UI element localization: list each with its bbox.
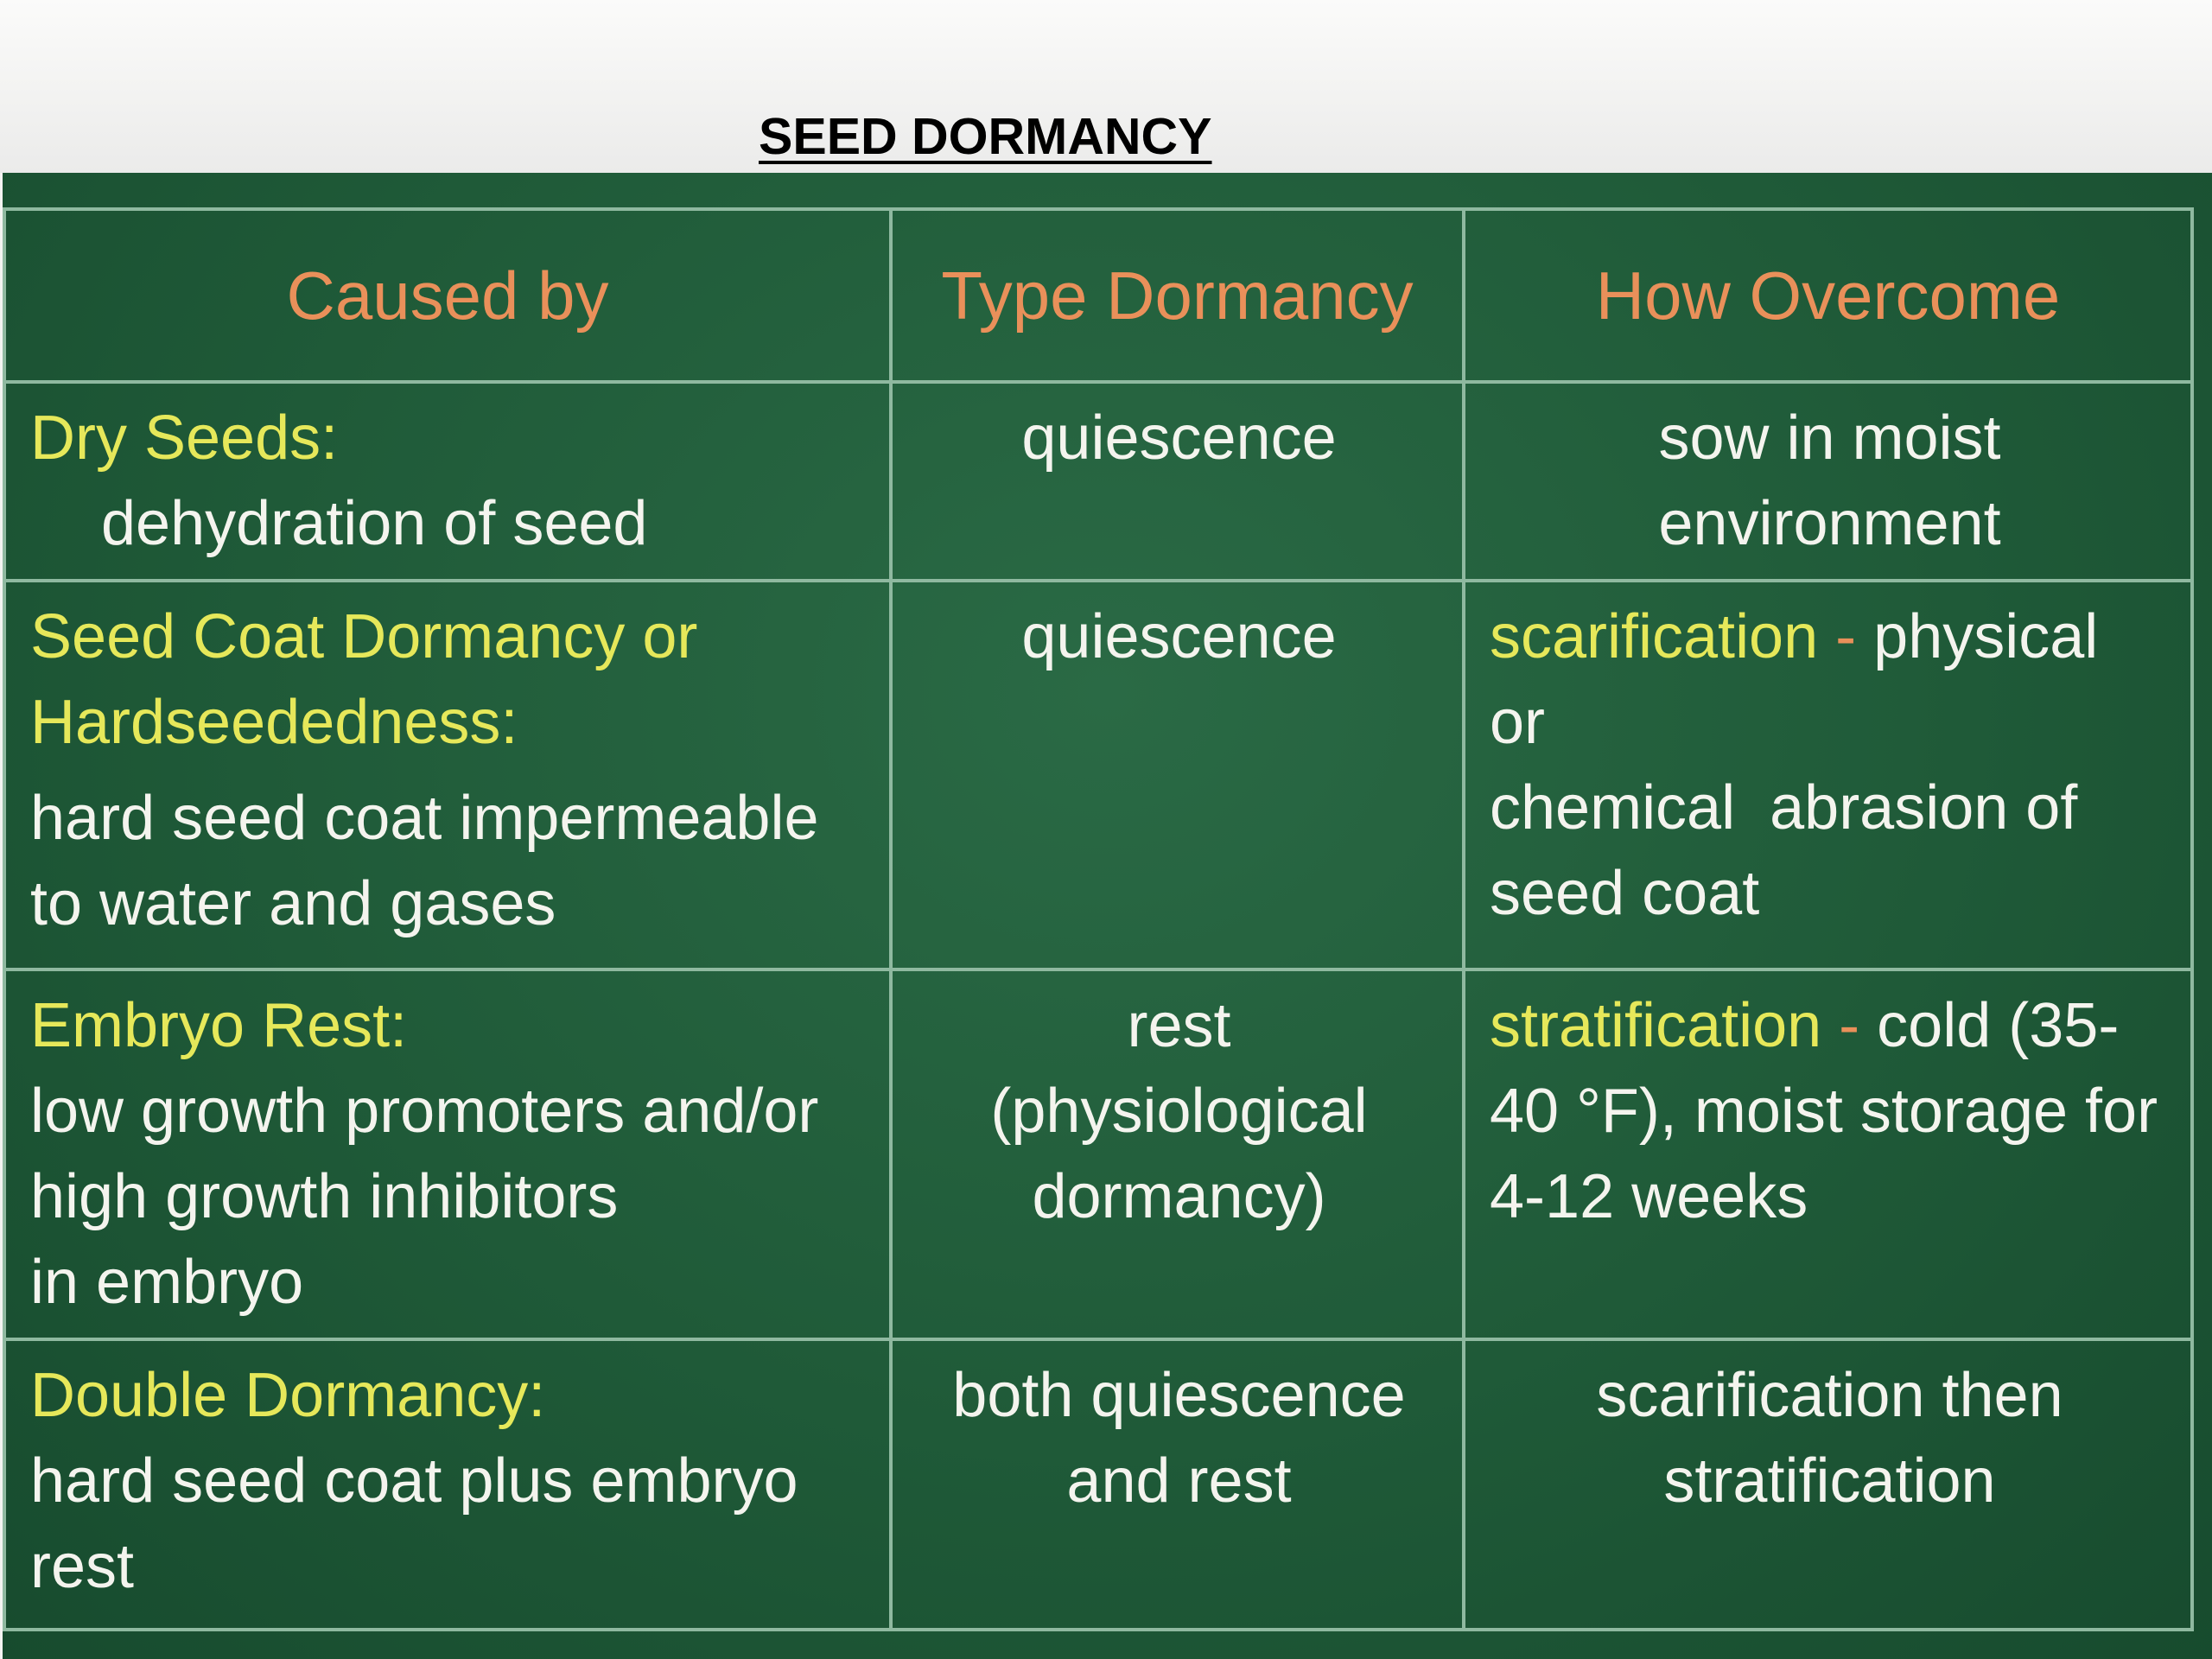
cause-heading: Embryo Rest: <box>30 991 408 1060</box>
table-row: Seed Coat Dormancy or Hardseededness: ha… <box>3 579 2194 971</box>
overcome-text: seed coat <box>1490 859 1760 928</box>
type-text: dormancy) <box>1032 1162 1326 1231</box>
type-cell: rest (physiological dormancy) <box>889 968 1465 1341</box>
cause-text: to water and gases <box>30 869 556 938</box>
cause-text: hard seed coat impermeable <box>30 784 819 853</box>
cause-heading: Double Dormancy: <box>30 1361 546 1430</box>
overcome-text: cold (35- <box>1877 991 2120 1060</box>
table-header-row: Caused by Type Dormancy How Overcome <box>3 207 2194 384</box>
overcome-cell: scarification then stratification <box>1462 1338 2194 1631</box>
overcome-dash: - <box>1835 602 1857 671</box>
type-text: quiescence <box>1021 602 1337 671</box>
cause-cell: Embryo Rest: low growth promoters and/or… <box>3 968 893 1341</box>
table-row: Dry Seeds: dehydration of seed quiescenc… <box>3 380 2194 582</box>
cause-text: low growth promoters and/or <box>30 1077 819 1146</box>
cause-text: dehydration of seed <box>101 489 648 558</box>
cause-heading: Seed Coat Dormancy or <box>30 602 698 671</box>
cause-text: in embryo <box>30 1248 304 1317</box>
type-text: (physiological <box>990 1077 1368 1146</box>
type-cell: quiescence <box>889 579 1465 971</box>
seed-dormancy-table: Caused by Type Dormancy How Overcome Dry… <box>3 207 2194 1631</box>
overcome-text: 4-12 weeks <box>1490 1162 1808 1231</box>
overcome-text: sow in moist <box>1658 404 2001 473</box>
type-text: and rest <box>1066 1446 1292 1516</box>
overcome-first-line: stratification - cold (35- <box>1490 983 2170 1069</box>
top-band <box>0 0 2212 173</box>
overcome-dash: - <box>1839 991 1860 1060</box>
cause-heading: Dry Seeds: <box>30 404 339 473</box>
overcome-text: 40 °F), moist storage for <box>1490 1077 2158 1146</box>
overcome-term: scarification <box>1490 602 1819 671</box>
overcome-text: physical or <box>1490 602 2099 757</box>
header-how-overcome: How Overcome <box>1462 207 2194 384</box>
cause-text: rest <box>30 1532 135 1601</box>
overcome-text: environment <box>1658 489 2001 558</box>
type-text: both quiescence <box>952 1361 1406 1430</box>
overcome-cell: stratification - cold (35- 40 °F), moist… <box>1462 968 2194 1341</box>
overcome-text: scarification then <box>1596 1361 2063 1430</box>
type-text: rest <box>1127 991 1231 1060</box>
cause-text: hard seed coat plus embryo <box>30 1446 798 1516</box>
header-caused-by: Caused by <box>3 207 893 384</box>
overcome-cell: sow in moist environment <box>1462 380 2194 582</box>
cause-cell: Double Dormancy: hard seed coat plus emb… <box>3 1338 893 1631</box>
cause-heading: Hardseededness: <box>30 688 518 757</box>
table-row: Embryo Rest: low growth promoters and/or… <box>3 968 2194 1341</box>
overcome-first-line: scarification - physical or <box>1490 594 2170 766</box>
type-text: quiescence <box>1021 404 1337 473</box>
cause-text: high growth inhibitors <box>30 1162 619 1231</box>
slide-title: SEED DORMANCY <box>759 108 1212 165</box>
type-cell: both quiescence and rest <box>889 1338 1465 1631</box>
cause-cell: Dry Seeds: dehydration of seed <box>3 380 893 582</box>
table-row: Double Dormancy: hard seed coat plus emb… <box>3 1338 2194 1631</box>
type-cell: quiescence <box>889 380 1465 582</box>
overcome-text: stratification <box>1663 1446 1996 1516</box>
header-type-dormancy: Type Dormancy <box>889 207 1465 384</box>
overcome-cell: scarification - physical or chemical abr… <box>1462 579 2194 971</box>
cause-cell: Seed Coat Dormancy or Hardseededness: ha… <box>3 579 893 971</box>
overcome-text: chemical abrasion of <box>1490 773 2078 842</box>
overcome-term: stratification <box>1490 991 1822 1060</box>
